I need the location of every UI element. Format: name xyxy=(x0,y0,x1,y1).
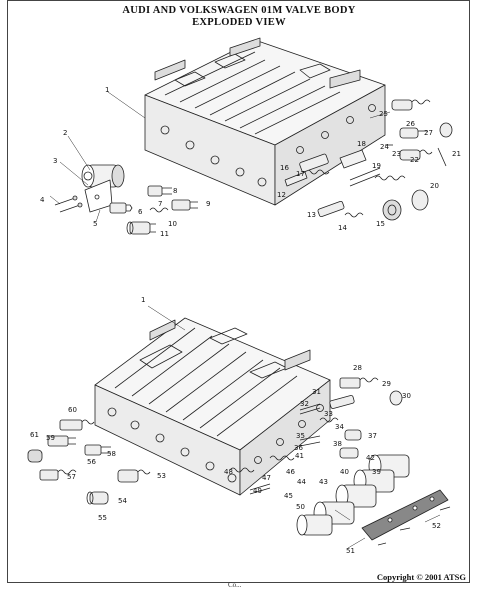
lower-callout-28: 28 xyxy=(353,364,362,372)
upper-callout-16: 16 xyxy=(280,164,289,172)
upper-callout-10: 10 xyxy=(168,220,177,228)
lower-leader-lines xyxy=(147,305,441,549)
lower-callout-55: 55 xyxy=(98,514,107,522)
lower-callout-45: 45 xyxy=(284,492,293,500)
upper-callout-18: 18 xyxy=(357,140,366,148)
lower-callout-30: 30 xyxy=(402,392,411,400)
lower-callout-33: 33 xyxy=(324,410,333,418)
upper-leader-lines xyxy=(49,91,391,223)
lower-callout-40: 40 xyxy=(340,468,349,476)
lower-callout-61: 61 xyxy=(30,431,39,439)
upper-callout-26: 26 xyxy=(406,120,415,128)
upper-callout-22: 22 xyxy=(410,156,419,164)
upper-callout-9: 9 xyxy=(206,200,210,208)
lower-callout-41: 41 xyxy=(295,452,304,460)
lower-callout-35: 35 xyxy=(296,432,305,440)
upper-callout-6: 6 xyxy=(138,208,143,216)
lower-solenoids xyxy=(296,454,410,536)
lower-callout-58: 58 xyxy=(107,450,116,458)
lower-callout-57: 57 xyxy=(67,473,76,481)
copyright-notice: Copyright © 2001 ATSG xyxy=(376,572,466,582)
lower-callout-37: 37 xyxy=(368,432,377,440)
lower-callout-44: 44 xyxy=(297,478,306,486)
lower-callout-36: 36 xyxy=(294,444,303,452)
upper-callout-13: 13 xyxy=(307,211,316,219)
lower-valves-left xyxy=(27,419,151,505)
lower-callout-54: 54 xyxy=(118,497,127,505)
upper-callout-1: 1 xyxy=(105,86,109,94)
lower-callout-52: 52 xyxy=(432,522,441,530)
upper-callout-20: 20 xyxy=(430,182,439,190)
lower-callout-51: 51 xyxy=(346,547,355,555)
lower-callout-42: 42 xyxy=(366,454,375,462)
diagram-title: AUDI AND VOLKSWAGEN 01M VALVE BODY xyxy=(122,5,356,16)
upper-valve-body xyxy=(144,37,386,206)
lower-callout-47: 47 xyxy=(262,474,271,482)
lower-callout-32: 32 xyxy=(300,400,309,408)
lower-callout-1: 1 xyxy=(141,296,145,304)
upper-spool-valves-21-27 xyxy=(385,99,453,167)
upper-callout-11: 11 xyxy=(160,230,169,238)
upper-callout-4: 4 xyxy=(40,196,45,204)
upper-callout-14: 14 xyxy=(338,224,347,232)
diagram-subtitle: EXPLODED VIEW xyxy=(192,17,286,28)
upper-valves-6-11 xyxy=(109,185,198,235)
lower-callout-29: 29 xyxy=(382,380,391,388)
upper-callout-23: 23 xyxy=(392,150,401,158)
lower-callout-49: 49 xyxy=(253,487,262,495)
upper-callout-19: 19 xyxy=(372,162,381,170)
lower-callout-48: 48 xyxy=(224,468,233,476)
upper-callout-2: 2 xyxy=(63,129,67,137)
lower-callout-43: 43 xyxy=(319,478,328,486)
upper-callout-27: 27 xyxy=(424,129,433,137)
lower-callout-50: 50 xyxy=(296,503,305,511)
upper-spool-valves-12-20 xyxy=(284,149,429,221)
lower-callout-56: 56 xyxy=(87,458,96,466)
upper-callout-3: 3 xyxy=(53,157,57,165)
lower-bracket-plate-52 xyxy=(361,489,451,546)
upper-callout-15: 15 xyxy=(376,220,385,228)
lower-callout-59: 59 xyxy=(46,434,55,442)
lower-callout-38: 38 xyxy=(333,440,342,448)
upper-solenoid-2 xyxy=(81,164,125,188)
lower-callout-31: 31 xyxy=(312,388,321,396)
lower-callout-34: 34 xyxy=(335,423,344,431)
upper-callout-5: 5 xyxy=(93,220,97,228)
lower-callout-46: 46 xyxy=(286,468,295,476)
upper-callout-17: 17 xyxy=(296,170,305,178)
upper-callout-12: 12 xyxy=(277,191,286,199)
upper-callout-21: 21 xyxy=(452,150,461,158)
upper-screws-4 xyxy=(54,195,83,213)
lower-callout-53: 53 xyxy=(157,472,166,480)
upper-callout-24: 24 xyxy=(380,143,389,151)
lower-valves-right xyxy=(229,377,403,495)
lower-valve-body xyxy=(94,317,331,496)
page-number: Co... xyxy=(228,581,242,589)
upper-callout-25: 25 xyxy=(379,110,388,118)
upper-callout-8: 8 xyxy=(173,187,177,195)
upper-callout-7: 7 xyxy=(158,200,162,208)
lower-callout-39: 39 xyxy=(372,468,381,476)
lower-callout-60: 60 xyxy=(68,406,77,414)
